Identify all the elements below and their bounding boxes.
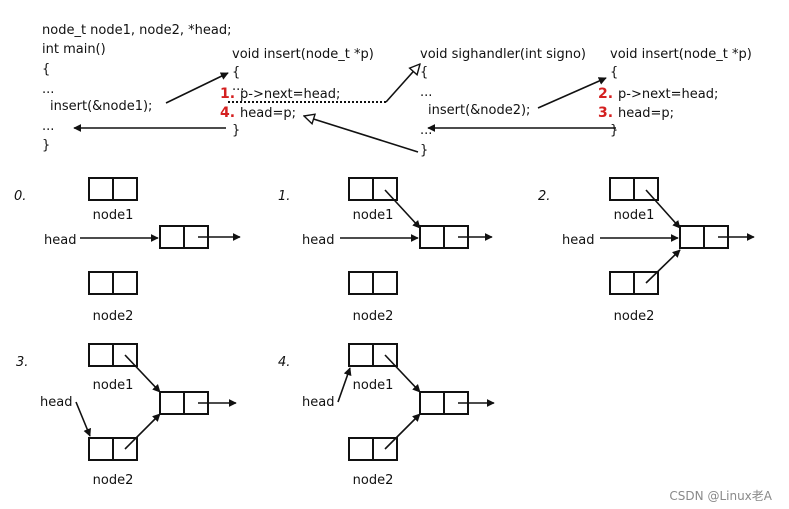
insert2-close-brace: } <box>610 123 618 138</box>
arrow-call-insert <box>165 72 229 104</box>
node1-label: node1 <box>93 208 134 223</box>
main-close-brace: } <box>42 138 50 153</box>
node1-label: node1 <box>353 378 394 393</box>
node2-box <box>88 271 138 295</box>
node1-next-arrow <box>384 354 421 393</box>
main-ellipsis-1: ... <box>42 82 54 97</box>
node1-box <box>609 177 659 201</box>
arrow-call-insert-nested <box>537 77 607 109</box>
step-0-panel: 0. node1 head node2 <box>14 177 241 324</box>
node1-label: node1 <box>614 208 655 223</box>
node2-box <box>88 437 138 461</box>
sighandler-close-brace: } <box>420 143 428 158</box>
arrow-return-from-sighandler <box>304 116 419 153</box>
node2-next-arrow <box>384 413 421 450</box>
insert-code-block-1: void insert(node_t *p) { ... 1. p->next=… <box>220 47 374 138</box>
main-code-block: node_t node1, node2, *head; int main() {… <box>42 23 231 153</box>
step-4-panel: 4. node1 head node2 <box>278 343 495 488</box>
sighandler-insert-call: insert(&node2); <box>428 103 530 118</box>
step-2-panel: 2. node1 head node2 <box>538 177 755 324</box>
node1-box <box>88 343 138 367</box>
sighandler-ellipsis-1: ... <box>420 85 432 100</box>
head-pointer-arrow <box>337 367 352 403</box>
node2-next-arrow <box>124 413 161 450</box>
step-label: 0. <box>14 189 26 204</box>
marker-3: 3. <box>598 105 613 121</box>
control-flow-arrows <box>73 64 616 153</box>
insert1-signature: void insert(node_t *p) <box>232 47 374 62</box>
insert-code-block-2: void insert(node_t *p) { 2. p->next=head… <box>598 47 752 138</box>
main-declaration: node_t node1, node2, *head; <box>42 23 231 38</box>
insert1-line-head: head=p; <box>240 106 296 121</box>
head-label: head <box>44 233 76 248</box>
list-tail-box <box>419 225 469 249</box>
node1-next-arrow <box>384 189 421 229</box>
head-label: head <box>302 233 334 248</box>
head-label: head <box>40 395 72 410</box>
sighandler-ellipsis-2: ... <box>420 123 432 138</box>
node1-box <box>348 177 398 201</box>
head-label: head <box>302 395 334 410</box>
node1-next-arrow <box>645 189 681 229</box>
sighandler-signature: void sighandler(int signo) <box>420 47 586 62</box>
head-pointer-arrow <box>75 401 91 437</box>
insert2-open-brace: { <box>610 65 618 80</box>
node2-box <box>348 437 398 461</box>
step-label: 4. <box>278 355 290 370</box>
sighandler-open-brace: { <box>420 65 428 80</box>
marker-4: 4. <box>220 105 235 121</box>
node2-next-arrow <box>645 249 681 284</box>
insert2-signature: void insert(node_t *p) <box>610 47 752 62</box>
list-tail-box <box>419 391 469 415</box>
list-tail-box <box>679 225 729 249</box>
insert2-line-next: p->next=head; <box>618 87 718 102</box>
list-tail-box <box>159 225 209 249</box>
node1-label: node1 <box>353 208 394 223</box>
sighandler-code-block: void sighandler(int signo) { ... insert(… <box>420 47 586 158</box>
node2-label: node2 <box>353 473 394 488</box>
node1-next-arrow <box>124 354 161 393</box>
node2-label: node2 <box>93 473 134 488</box>
node1-box <box>348 343 398 367</box>
node1-box <box>88 177 138 201</box>
marker-1: 1. <box>220 86 235 102</box>
watermark: CSDN @Linux老A <box>669 489 772 503</box>
step-3-panel: 3. node1 head node2 <box>16 343 237 488</box>
list-tail-box <box>159 391 209 415</box>
arrow-into-sighandler <box>385 64 420 103</box>
node2-box <box>348 271 398 295</box>
node2-label: node2 <box>353 309 394 324</box>
head-label: head <box>562 233 594 248</box>
main-ellipsis-2: ... <box>42 119 54 134</box>
insert2-line-head: head=p; <box>618 106 674 121</box>
main-open-brace: { <box>42 62 50 77</box>
step-label: 1. <box>278 189 290 204</box>
node1-label: node1 <box>93 378 134 393</box>
insert1-close-brace: } <box>232 123 240 138</box>
step-1-panel: 1. node1 head node2 <box>278 177 493 324</box>
insert1-ellipsis: ... <box>232 79 244 94</box>
main-insert-call: insert(&node1); <box>50 99 152 114</box>
node2-box <box>609 271 659 295</box>
node2-label: node2 <box>614 309 655 324</box>
step-label: 3. <box>16 355 28 370</box>
insert1-open-brace: { <box>232 65 240 80</box>
step-label: 2. <box>538 189 550 204</box>
node2-label: node2 <box>93 309 134 324</box>
main-signature: int main() <box>42 42 106 57</box>
insert1-line-next: p->next=head; <box>240 87 340 102</box>
marker-2: 2. <box>598 86 613 102</box>
